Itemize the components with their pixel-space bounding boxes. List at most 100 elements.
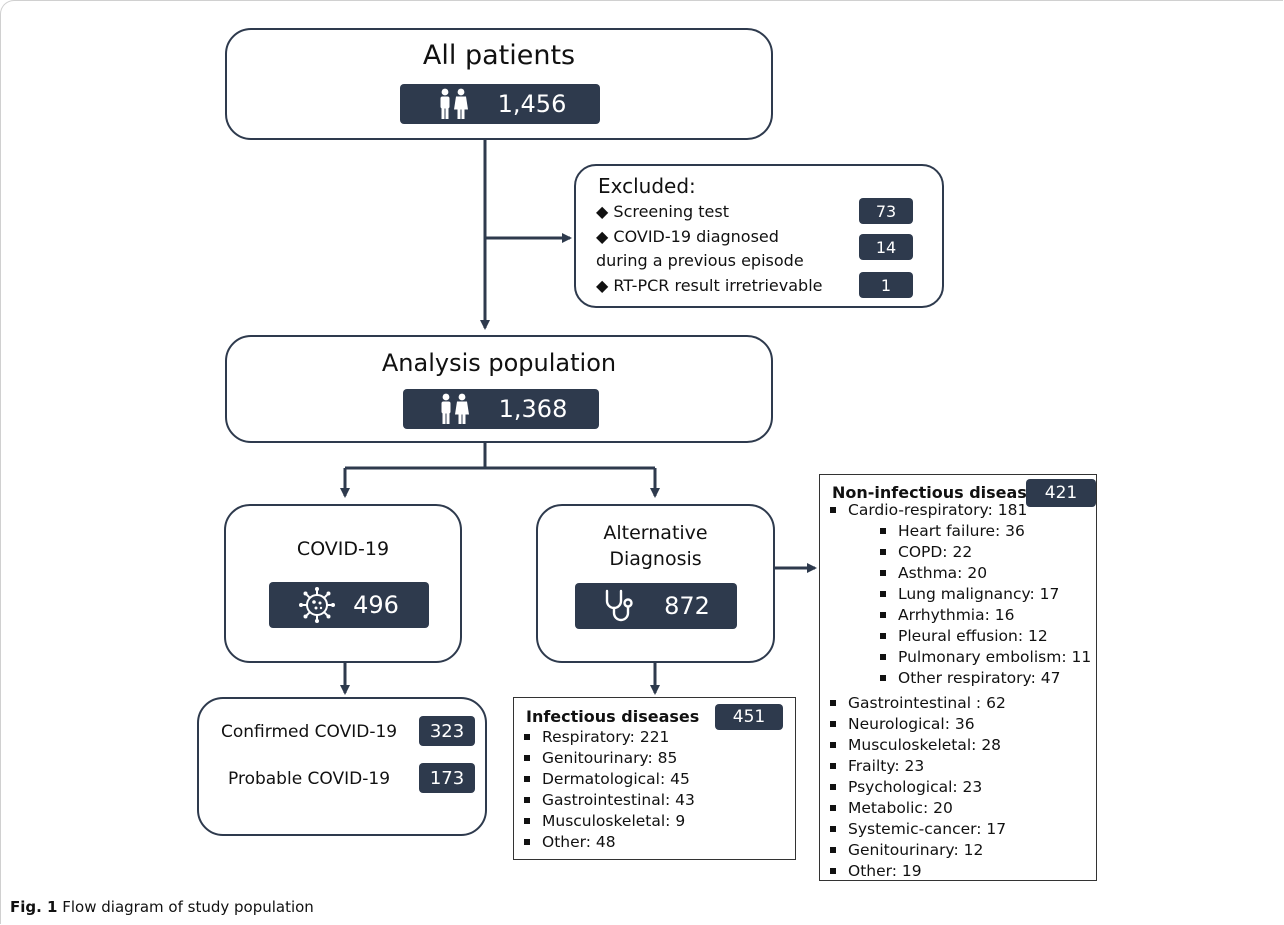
- infectious-list: Respiratory: 221 Genitourinary: 85 Derma…: [520, 727, 695, 853]
- diamond-icon: ◆: [596, 227, 609, 246]
- list-item: Other respiratory: 47: [876, 668, 1091, 689]
- probable-covid-count: 173: [419, 763, 475, 793]
- all-patients-count: 1,456: [497, 90, 567, 118]
- alternative-diagnosis-box: Alternative Diagnosis 872: [536, 504, 775, 663]
- list-item-text: Lung malignancy: 17: [898, 585, 1060, 603]
- list-item: Lung malignancy: 17: [876, 584, 1091, 605]
- excluded-item-previous: ◆ COVID-19 diagnosed: [596, 227, 779, 246]
- list-item-text: Systemic-cancer: 17: [848, 820, 1007, 838]
- list-item: Other: 19: [826, 861, 1006, 882]
- list-item-text: Dermatological: 45: [542, 770, 690, 788]
- covid-count-pill: 496: [269, 582, 429, 628]
- excluded-title: Excluded:: [598, 174, 696, 198]
- non-infectious-count: 421: [1026, 479, 1096, 507]
- diamond-icon: ◆: [596, 276, 609, 295]
- list-item: Pleural effusion: 12: [876, 626, 1091, 647]
- list-item: Metabolic: 20: [826, 798, 1006, 819]
- bullet-icon: [830, 826, 836, 832]
- bullet-icon: [524, 797, 530, 803]
- people-icon: [440, 88, 468, 119]
- list-item-text: Gastrointestinal : 62: [848, 694, 1006, 712]
- bullet-icon: [830, 742, 836, 748]
- list-item: Systemic-cancer: 17: [826, 819, 1006, 840]
- list-item-text: Other: 48: [542, 833, 616, 851]
- stethoscope-icon: [605, 589, 633, 622]
- covid-title: COVID-19: [296, 538, 390, 560]
- list-item: Other: 48: [520, 832, 695, 853]
- bullet-icon: [830, 784, 836, 790]
- all-patients-title: All patients: [422, 40, 576, 71]
- analysis-population-title: Analysis population: [381, 349, 617, 377]
- bullet-icon: [830, 721, 836, 727]
- list-item-text: Neurological: 36: [848, 715, 975, 733]
- confirmed-covid-count: 323: [419, 716, 475, 746]
- list-item: Musculoskeletal: 9: [520, 811, 695, 832]
- figure-caption: Fig. 1 Flow diagram of study population: [10, 898, 314, 916]
- non-infectious-title: Non-infectious diseases: [832, 483, 1048, 502]
- excluded-item-previous-label: COVID-19 diagnosed: [613, 227, 779, 246]
- bullet-icon: [880, 633, 886, 639]
- list-item-text: Other respiratory: 47: [898, 669, 1061, 687]
- bullet-icon: [524, 776, 530, 782]
- list-item: Psychological: 23: [826, 777, 1006, 798]
- list-item-text: Heart failure: 36: [898, 522, 1025, 540]
- bullet-icon: [524, 755, 530, 761]
- infectious-count: 451: [715, 704, 783, 730]
- alternative-title-line2: Diagnosis: [609, 548, 702, 570]
- bullet-icon: [830, 700, 836, 706]
- analysis-population-box: Analysis population 1,368: [225, 335, 773, 443]
- list-item: Neurological: 36: [826, 714, 1006, 735]
- bullet-icon: [830, 507, 836, 513]
- non-infectious-sub-list: Heart failure: 36 COPD: 22 Asthma: 20 Lu…: [876, 521, 1091, 689]
- diamond-icon: ◆: [596, 202, 609, 221]
- bullet-icon: [880, 612, 886, 618]
- bullet-icon: [880, 654, 886, 660]
- list-item-text: Arrhythmia: 16: [898, 606, 1015, 624]
- list-item-text: Metabolic: 20: [848, 799, 953, 817]
- figure-caption-label: Fig. 1: [10, 898, 58, 916]
- bullet-icon: [880, 570, 886, 576]
- bullet-icon: [880, 549, 886, 555]
- list-item-text: Musculoskeletal: 28: [848, 736, 1002, 754]
- list-item-text: Other: 19: [848, 862, 922, 880]
- list-item-text: Gastrointestinal: 43: [542, 791, 695, 809]
- list-item: Arrhythmia: 16: [876, 605, 1091, 626]
- list-item: Musculoskeletal: 28: [826, 735, 1006, 756]
- excluded-item-rtpcr: ◆ RT-PCR result irretrievable: [596, 276, 822, 295]
- covid-breakdown-box: Confirmed COVID-19 323 Probable COVID-19…: [197, 697, 487, 836]
- bullet-icon: [830, 868, 836, 874]
- excluded-item-screening: ◆ Screening test: [596, 202, 729, 221]
- bullet-icon: [830, 805, 836, 811]
- list-item: Genitourinary: 12: [826, 840, 1006, 861]
- list-item-text: Cardio-respiratory: 181: [848, 501, 1028, 519]
- excluded-count-previous: 14: [859, 234, 913, 260]
- infectious-diseases-box: Infectious diseases 451 Respiratory: 221…: [513, 697, 796, 860]
- bullet-icon: [830, 847, 836, 853]
- list-item-text: Genitourinary: 85: [542, 749, 678, 767]
- list-item: Gastrointestinal : 62: [826, 693, 1006, 714]
- list-item: Dermatological: 45: [520, 769, 695, 790]
- covid-box: COVID-19 496: [224, 504, 462, 663]
- bullet-icon: [880, 528, 886, 534]
- all-patients-count-pill: 1,456: [400, 84, 600, 124]
- figure-caption-text: Flow diagram of study population: [57, 898, 314, 916]
- analysis-count: 1,368: [498, 395, 568, 423]
- alternative-count: 872: [664, 592, 710, 620]
- covid-count: 496: [353, 591, 399, 619]
- non-infectious-top-list: Cardio-respiratory: 181: [826, 500, 1027, 521]
- bullet-icon: [880, 591, 886, 597]
- infectious-title: Infectious diseases: [526, 707, 700, 726]
- list-item: Gastrointestinal: 43: [520, 790, 695, 811]
- excluded-box: Excluded: ◆ Screening test 73 ◆ COVID-19…: [574, 164, 944, 308]
- list-item: Heart failure: 36: [876, 521, 1091, 542]
- excluded-count-rtpcr: 1: [859, 272, 913, 298]
- excluded-item-rtpcr-label: RT-PCR result irretrievable: [613, 276, 823, 295]
- analysis-count-pill: 1,368: [403, 389, 599, 429]
- list-item: Genitourinary: 85: [520, 748, 695, 769]
- list-item-text: Pulmonary embolism: 11: [898, 648, 1092, 666]
- list-item: Pulmonary embolism: 11: [876, 647, 1091, 668]
- bullet-icon: [524, 839, 530, 845]
- excluded-item-previous-line2: during a previous episode: [596, 251, 804, 270]
